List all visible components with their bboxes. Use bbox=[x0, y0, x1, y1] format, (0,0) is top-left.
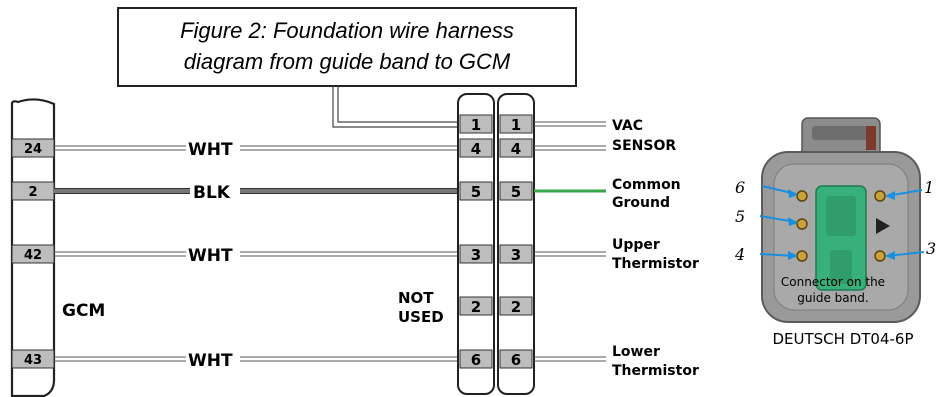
signal-common-ground-line-2: Ground bbox=[612, 195, 670, 211]
wire-pin43: WHT bbox=[54, 351, 458, 371]
title-line-2: diagram from guide band to GCM bbox=[184, 49, 511, 74]
connector-pin-1-left: 1 bbox=[471, 116, 481, 134]
connector-pin-6: 6 6 bbox=[459, 349, 533, 369]
connector-half-right bbox=[497, 93, 535, 395]
connector-pin-5-right: 5 bbox=[511, 183, 521, 201]
signal-common-ground: Common Ground bbox=[534, 177, 681, 211]
title-box bbox=[117, 7, 577, 87]
signal-upper-thermistor-line-1: Upper bbox=[612, 237, 660, 253]
connector-pin-4: 4 4 bbox=[459, 138, 533, 158]
title-leader-line-2 bbox=[337, 86, 460, 123]
connector-pin-4-right: 4 bbox=[511, 140, 521, 158]
connector-pin-6-left: 6 bbox=[471, 351, 481, 369]
gcm-pin-24: 24 bbox=[11, 138, 55, 158]
connector-pin-3-left: 3 bbox=[471, 246, 481, 264]
wire-pin2-color-label: BLK bbox=[193, 183, 231, 203]
title-line-1: Figure 2: Foundation wire harness bbox=[180, 18, 514, 43]
photo-pin-label-3: 3 bbox=[926, 239, 936, 258]
photo-caption-line-1: Connector on the bbox=[781, 275, 885, 289]
photo-pin-label-6: 6 bbox=[735, 178, 745, 197]
signal-vac: VAC bbox=[534, 118, 643, 134]
gcm-pin-42: 42 bbox=[11, 244, 55, 264]
gcm-pin-43: 43 bbox=[11, 349, 55, 369]
connector-pin-1-right: 1 bbox=[511, 116, 521, 134]
wire-pin42-color-label: WHT bbox=[188, 246, 233, 266]
gcm-label: GCM bbox=[62, 301, 105, 321]
connector-pin-socket-5 bbox=[796, 218, 808, 230]
connector-pin-4-left: 4 bbox=[471, 140, 481, 158]
gcm-pin-43-label: 43 bbox=[24, 353, 42, 368]
signal-upper-thermistor-line-2: Thermistor bbox=[612, 256, 699, 272]
signal-common-ground-line-1: Common bbox=[612, 177, 681, 193]
signal-lower-thermistor-line-2: Thermistor bbox=[612, 363, 699, 379]
signal-lower-thermistor: Lower Thermistor bbox=[534, 344, 699, 379]
gcm-pin-2-label: 2 bbox=[28, 185, 37, 200]
connector-half-left bbox=[457, 93, 495, 395]
connector-pin-3-right: 3 bbox=[511, 246, 521, 264]
connector-pin-2: 2 2 bbox=[459, 296, 533, 316]
signal-sensor: SENSOR bbox=[534, 138, 676, 154]
connector-pin-5: 5 5 bbox=[459, 181, 533, 201]
photo-caption-line-2: guide band. bbox=[797, 291, 868, 305]
photo-pin-label-1: 1 bbox=[924, 178, 934, 197]
connector-pin-6-right: 6 bbox=[511, 351, 521, 369]
signal-lower-thermistor-line-1: Lower bbox=[612, 344, 660, 360]
connector-pin-2-left: 2 bbox=[471, 298, 481, 316]
signal-upper-thermistor: Upper Thermistor bbox=[534, 237, 699, 272]
connector-pin-3: 3 3 bbox=[459, 244, 533, 264]
connector-pin-socket-3 bbox=[874, 250, 886, 262]
wire-pin24-color-label: WHT bbox=[188, 140, 233, 160]
part-label: DEUTSCH DT04-6P bbox=[772, 330, 913, 348]
gcm-pin-24-label: 24 bbox=[24, 142, 42, 157]
wire-pin2: BLK bbox=[54, 183, 458, 203]
signal-vac-label: VAC bbox=[612, 118, 643, 134]
wire-pin42: WHT bbox=[54, 246, 458, 266]
photo-pin-label-4: 4 bbox=[734, 245, 745, 264]
not-used-line-2: USED bbox=[398, 308, 444, 326]
photo-pin-label-5: 5 bbox=[735, 207, 745, 226]
connector-pin-5-left: 5 bbox=[471, 183, 481, 201]
not-used-line-1: NOT bbox=[398, 289, 434, 307]
connector-pin-socket-6 bbox=[796, 190, 808, 202]
gcm-pin-42-label: 42 bbox=[24, 248, 42, 263]
connector-pin-socket-4 bbox=[796, 250, 808, 262]
wire-pin24: WHT bbox=[54, 140, 458, 160]
signal-sensor-label: SENSOR bbox=[612, 138, 676, 154]
connector-photo: 6 5 4 1 3 Connector on the guide band. bbox=[734, 117, 936, 323]
connector-pin-1: 1 1 bbox=[459, 114, 533, 134]
connector-pin-socket-1 bbox=[874, 190, 886, 202]
wire-pin43-color-label: WHT bbox=[188, 351, 233, 371]
connector-pin-2-right: 2 bbox=[511, 298, 521, 316]
gcm-pin-2: 2 bbox=[11, 181, 55, 201]
title-leader-line bbox=[332, 86, 460, 128]
